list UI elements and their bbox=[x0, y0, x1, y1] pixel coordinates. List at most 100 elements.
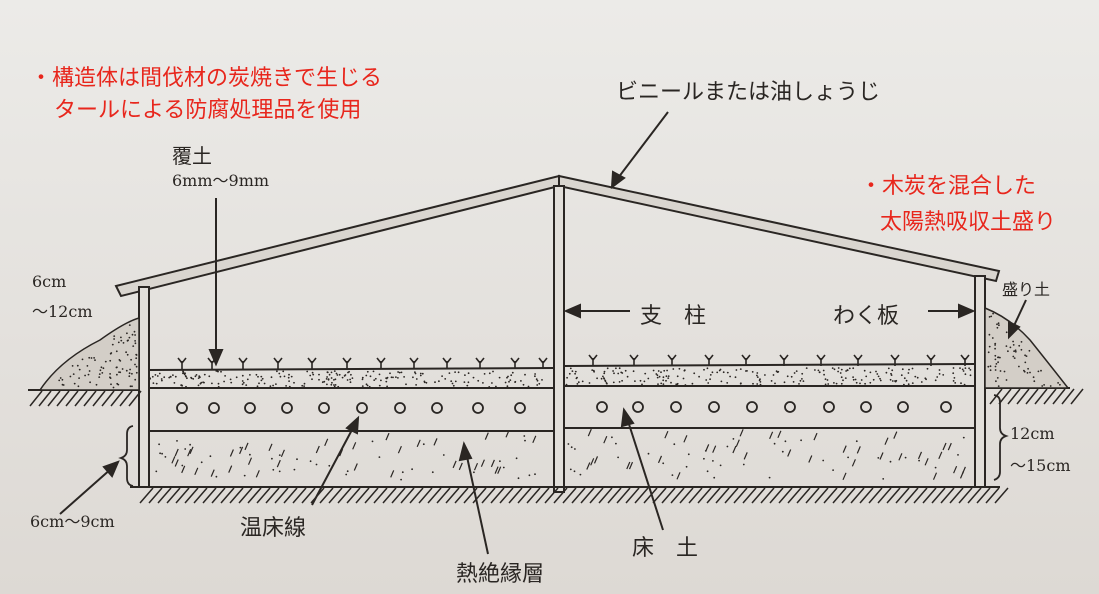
soil-stipple bbox=[58, 312, 1061, 389]
hatch-stroke bbox=[490, 487, 505, 504]
hatch-stroke bbox=[670, 487, 685, 504]
insulation-dot bbox=[189, 443, 192, 446]
soil-dot bbox=[863, 369, 866, 372]
insulation-dot bbox=[515, 457, 518, 460]
insulation-dot bbox=[847, 456, 849, 459]
soil-dot bbox=[255, 373, 258, 376]
soil-dot bbox=[612, 370, 614, 372]
soil-dot bbox=[783, 381, 786, 384]
soil-dot bbox=[1014, 349, 1017, 352]
cover-label: ビニールまたは油しょうじ bbox=[616, 80, 881, 105]
soil-dot bbox=[527, 385, 530, 388]
soil-dot bbox=[87, 373, 90, 376]
heating-wire-row bbox=[176, 401, 952, 414]
soil-dot bbox=[875, 370, 877, 373]
soil-dot bbox=[95, 383, 98, 386]
hatch-stroke bbox=[184, 487, 199, 504]
insulation-dot bbox=[800, 439, 802, 442]
seedling bbox=[588, 354, 598, 366]
soil-dot bbox=[180, 384, 183, 386]
insulation-dot bbox=[570, 446, 573, 449]
soil-dot bbox=[385, 380, 388, 383]
soil-dot bbox=[454, 380, 457, 383]
soil-dot bbox=[603, 372, 606, 375]
soil-dot bbox=[1033, 380, 1036, 383]
soil-dot bbox=[990, 315, 993, 318]
soil-dot bbox=[524, 373, 526, 376]
insulation-stroke bbox=[244, 442, 249, 451]
hatch-stroke bbox=[580, 487, 595, 504]
hatch-stroke bbox=[994, 487, 1009, 504]
soil-dot bbox=[859, 382, 861, 385]
soil-dot bbox=[660, 382, 663, 385]
hatch-stroke bbox=[634, 487, 649, 504]
seedling bbox=[538, 357, 548, 369]
soil-dot bbox=[662, 379, 665, 382]
wire-circle bbox=[823, 401, 835, 413]
hatch-stroke bbox=[805, 487, 820, 504]
soil-dot bbox=[840, 368, 843, 371]
soil-dot bbox=[1027, 367, 1029, 370]
soil-dot bbox=[839, 372, 842, 374]
soil-dot bbox=[168, 376, 171, 379]
insulation-stroke bbox=[352, 442, 357, 450]
soil-dot bbox=[865, 375, 868, 378]
soil-dot bbox=[612, 381, 615, 384]
soil-dot bbox=[876, 373, 879, 375]
soil-dot bbox=[997, 385, 1000, 387]
insulation-stroke bbox=[433, 438, 438, 446]
hatch-stroke bbox=[38, 390, 52, 407]
wire-circle bbox=[632, 401, 644, 413]
insulation-dot bbox=[569, 468, 572, 471]
wire-circle bbox=[244, 402, 256, 414]
hatch-stroke bbox=[598, 487, 613, 504]
insulation-stroke bbox=[324, 438, 329, 447]
soil-dot bbox=[261, 377, 264, 380]
soil-dot bbox=[1024, 361, 1027, 364]
soil-dot bbox=[1013, 357, 1016, 359]
hatch-stroke bbox=[868, 487, 883, 504]
hatch-stroke bbox=[211, 487, 226, 504]
insulation-dot bbox=[579, 473, 582, 476]
soil-dot bbox=[325, 378, 328, 380]
insulation-dot bbox=[957, 454, 959, 456]
insulation-dot bbox=[309, 460, 312, 463]
soil-dot bbox=[260, 375, 263, 378]
soil-dot bbox=[184, 372, 187, 375]
soil-dot bbox=[366, 370, 369, 373]
insulation-stroke bbox=[712, 445, 717, 453]
insulation-dot bbox=[345, 473, 348, 476]
soil-dot bbox=[84, 374, 86, 377]
soil-dot bbox=[790, 375, 793, 378]
hatch-stroke bbox=[643, 487, 658, 504]
insulation-stroke bbox=[353, 463, 358, 471]
soil-dot bbox=[131, 385, 133, 388]
soil-dot bbox=[987, 365, 990, 368]
soil-dot bbox=[903, 383, 905, 386]
soil-dot bbox=[488, 386, 491, 388]
soil-dot bbox=[907, 383, 910, 386]
soil-dot bbox=[397, 371, 399, 373]
soil-dot bbox=[657, 370, 660, 372]
hatch-stroke bbox=[877, 487, 892, 504]
insulation-stroke bbox=[587, 428, 592, 437]
insulation-stroke bbox=[787, 449, 792, 457]
soil-dot bbox=[860, 379, 863, 381]
soil-dot bbox=[908, 368, 910, 371]
insulation-stroke bbox=[893, 431, 898, 439]
soil-dot bbox=[368, 385, 371, 388]
hatch-stroke bbox=[697, 487, 712, 504]
soil-dot bbox=[71, 365, 74, 367]
soil-dot bbox=[842, 379, 844, 382]
hatch-stroke bbox=[652, 487, 667, 504]
soil-dot bbox=[756, 376, 759, 378]
insulation-dot bbox=[473, 471, 475, 474]
soil-dot bbox=[961, 368, 964, 371]
insulation-dot bbox=[713, 476, 716, 479]
soil-dot bbox=[321, 381, 324, 384]
soil-dot bbox=[185, 385, 187, 388]
board-arrowhead bbox=[958, 303, 976, 319]
cover-arrow bbox=[614, 111, 669, 183]
